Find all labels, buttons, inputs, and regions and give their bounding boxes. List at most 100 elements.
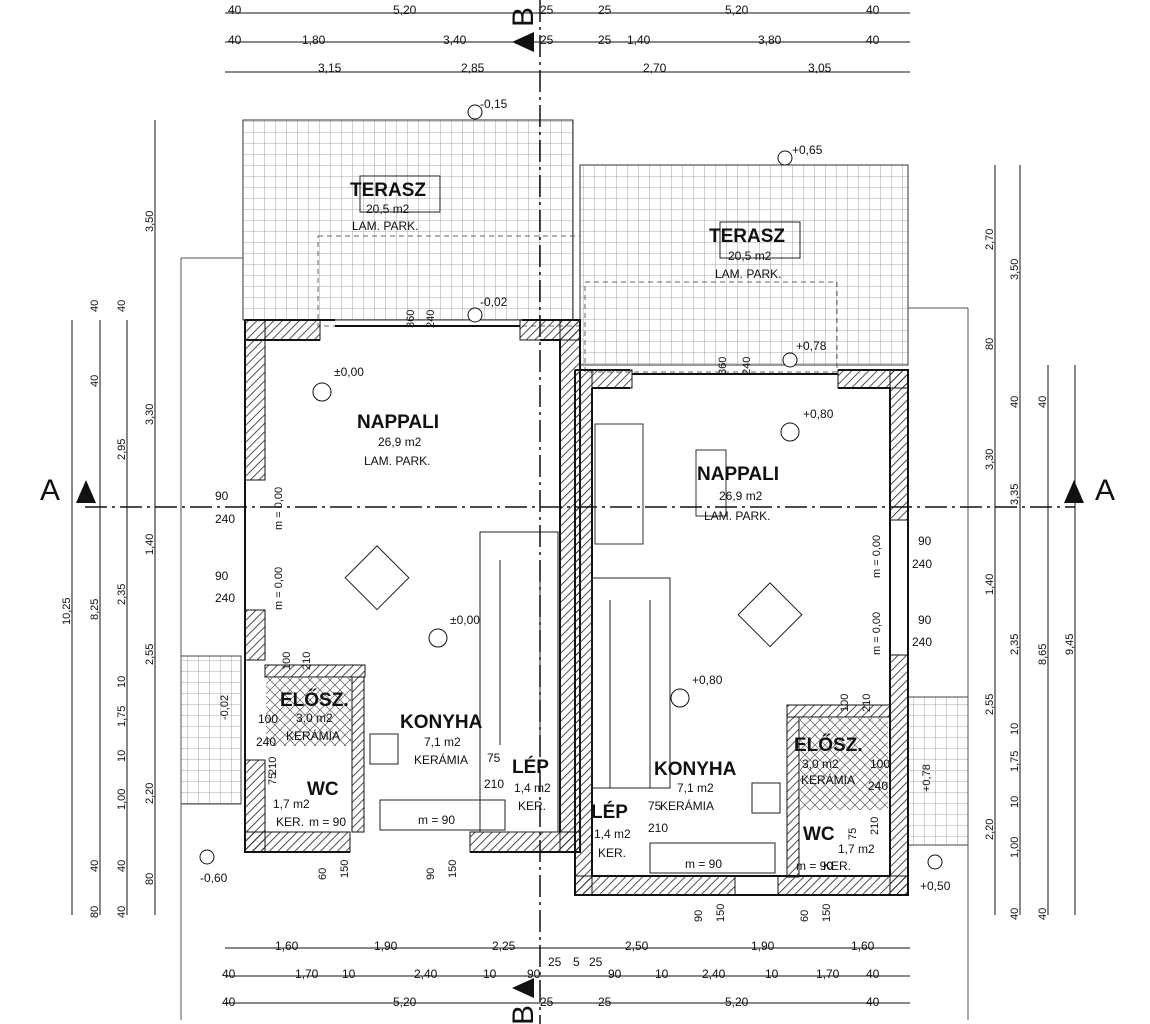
svg-text:240: 240	[215, 512, 235, 526]
svg-text:40: 40	[89, 860, 101, 872]
svg-text:360: 360	[405, 310, 417, 328]
svg-text:26,9 m2: 26,9 m2	[719, 489, 763, 503]
svg-text:150: 150	[447, 860, 459, 878]
room-stair-right: LÉP 1,4 m2 KER.	[591, 801, 631, 860]
svg-text:LÉP: LÉP	[512, 756, 549, 778]
svg-text:40: 40	[1009, 908, 1021, 920]
svg-text:TERASZ: TERASZ	[350, 180, 426, 201]
section-arrow-a-left	[76, 480, 96, 503]
svg-text:1,40: 1,40	[144, 534, 156, 555]
svg-text:LAM. PARK.: LAM. PARK.	[352, 219, 418, 233]
svg-text:KERÁMIA: KERÁMIA	[801, 772, 855, 787]
svg-text:2,35: 2,35	[116, 584, 128, 605]
svg-text:2,50: 2,50	[625, 939, 649, 953]
svg-text:240: 240	[215, 591, 235, 605]
svg-text:40: 40	[116, 860, 128, 872]
svg-text:10: 10	[655, 967, 669, 981]
svg-text:NAPPALI: NAPPALI	[697, 464, 779, 485]
counter-left	[379, 799, 506, 831]
svg-text:KER.: KER.	[823, 859, 851, 873]
room-hall-left: ELŐSZ. 3,0 m2 KERÁMIA	[280, 689, 349, 743]
svg-text:20,5 m2: 20,5 m2	[728, 249, 772, 263]
svg-text:3,15: 3,15	[318, 61, 342, 75]
svg-text:210: 210	[648, 821, 668, 835]
svg-text:1,40: 1,40	[984, 574, 996, 595]
svg-text:m = 90: m = 90	[796, 859, 833, 873]
terrace-right	[579, 164, 909, 373]
svg-text:+0,65: +0,65	[792, 143, 823, 157]
svg-text:40: 40	[866, 967, 880, 981]
svg-text:25: 25	[598, 3, 612, 17]
svg-text:240: 240	[425, 310, 437, 328]
svg-text:m = 0,00: m = 0,00	[871, 612, 883, 655]
svg-text:75: 75	[267, 773, 279, 785]
svg-text:+0,50: +0,50	[920, 879, 951, 893]
svg-text:KONYHA: KONYHA	[400, 712, 483, 733]
svg-text:240: 240	[912, 557, 932, 571]
svg-text:40: 40	[228, 3, 242, 17]
svg-text:3,80: 3,80	[758, 33, 782, 47]
svg-text:10: 10	[1009, 723, 1021, 735]
room-terrace-left: TERASZ 20,5 m2 LAM. PARK.	[350, 180, 426, 233]
svg-text:5: 5	[573, 955, 580, 969]
stair-right	[591, 577, 671, 789]
dims-bottom: 1,60 1,90 2,25 2,50 1,90 1,60 40 1,70 10…	[222, 939, 880, 1009]
svg-text:10: 10	[342, 967, 356, 981]
dims-left: 3,50 40 40 3,30 40 2,95 1,40 2,35 2,55 1…	[61, 211, 156, 918]
svg-text:40: 40	[222, 995, 236, 1009]
svg-text:1,7 m2: 1,7 m2	[838, 842, 875, 856]
svg-text:KERÁMIA: KERÁMIA	[414, 752, 468, 767]
svg-text:1,00: 1,00	[116, 789, 128, 810]
svg-text:210: 210	[301, 652, 313, 670]
hall-floor-right	[800, 718, 888, 810]
room-kitchen-right: KONYHA 7,1 m2 KERÁMIA	[654, 759, 737, 813]
svg-text:2,35: 2,35	[1009, 634, 1021, 655]
svg-text:40: 40	[116, 906, 128, 918]
room-living-left: NAPPALI 26,9 m2 LAM. PARK.	[357, 412, 439, 468]
terrace-left	[242, 119, 581, 327]
svg-text:m = 90: m = 90	[685, 857, 722, 871]
svg-text:60: 60	[317, 868, 329, 880]
svg-text:210: 210	[267, 757, 279, 775]
svg-text:-0,15: -0,15	[480, 97, 508, 111]
terrace-table-left	[359, 175, 441, 213]
dining-table-right	[737, 582, 803, 648]
svg-text:3,30: 3,30	[984, 449, 996, 470]
room-stair-left: LÉP 1,4 m2 KER.	[512, 756, 551, 813]
svg-text:KER.: KER.	[518, 799, 546, 813]
svg-text:90: 90	[608, 967, 622, 981]
section-label-b-top: B	[507, 7, 540, 27]
svg-text:90: 90	[918, 613, 932, 627]
opening-notes: 360 240 360 240 90 240 90 240 90 240 90 …	[215, 310, 932, 922]
svg-text:3,50: 3,50	[1009, 259, 1021, 280]
svg-text:7,1 m2: 7,1 m2	[677, 781, 714, 795]
svg-text:KER.: KER.	[598, 846, 626, 860]
coffee-table-right	[695, 449, 727, 517]
svg-text:±0,00: ±0,00	[334, 365, 364, 379]
svg-text:LÉP: LÉP	[591, 801, 628, 823]
counter-right	[649, 842, 776, 874]
svg-text:1,60: 1,60	[851, 939, 875, 953]
svg-text:90: 90	[918, 534, 932, 548]
svg-text:40: 40	[866, 995, 880, 1009]
sofa-right	[594, 423, 644, 545]
dim-lines	[71, 12, 1076, 1004]
svg-text:40: 40	[1009, 396, 1021, 408]
section-arrow-a-right	[1064, 480, 1084, 503]
svg-text:KER.: KER.	[276, 815, 304, 829]
svg-text:1,60: 1,60	[275, 939, 299, 953]
svg-text:2,40: 2,40	[414, 967, 438, 981]
svg-text:ELŐSZ.: ELŐSZ.	[794, 734, 863, 756]
svg-text:10: 10	[116, 750, 128, 762]
svg-text:90: 90	[527, 967, 541, 981]
terrace-table-right	[719, 221, 801, 259]
svg-text:80: 80	[144, 873, 156, 885]
svg-text:40: 40	[1037, 396, 1049, 408]
svg-text:1,75: 1,75	[1009, 751, 1021, 772]
section-label-b-bottom: B	[507, 1005, 540, 1024]
svg-text:KERÁMIA: KERÁMIA	[660, 798, 714, 813]
svg-text:1,75: 1,75	[116, 706, 128, 727]
entry-steps-left	[180, 655, 242, 805]
svg-text:1,70: 1,70	[295, 967, 319, 981]
svg-text:8,25: 8,25	[89, 599, 101, 620]
